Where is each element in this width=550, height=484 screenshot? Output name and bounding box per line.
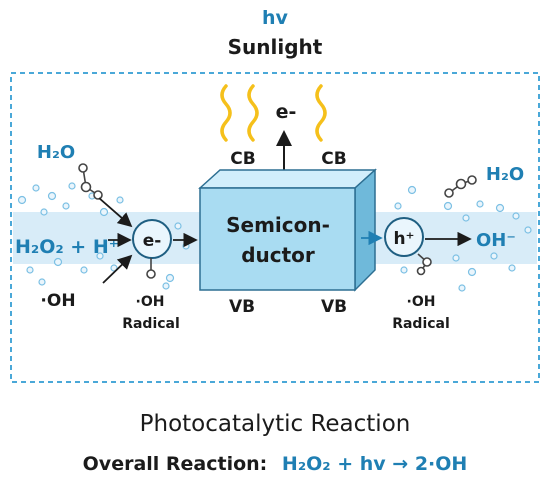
left-radical-molecule: [146, 258, 156, 279]
right-water-label: H₂O: [486, 164, 524, 185]
hv-label: hv: [262, 7, 289, 29]
right-radical-molecule: [416, 253, 432, 276]
hole-circle: [384, 217, 424, 257]
right-radical-label-line1: ·OH: [407, 294, 436, 310]
left-radical-label-line1: ·OH: [136, 294, 165, 310]
left-radical-label-line2: Radical: [122, 316, 180, 332]
cb-left-label: CB: [230, 149, 255, 169]
left-water-molecule: [78, 163, 103, 200]
right-radical-label-line2: Radical: [392, 316, 450, 332]
footer-title: Photocatalytic Reaction: [140, 411, 411, 437]
electron-top-label: e-: [276, 101, 297, 123]
hydroxide-label: OH⁻: [476, 230, 516, 251]
semiconductor-block: [198, 168, 377, 292]
reactant-label: H₂O₂ + H⁺: [15, 236, 119, 258]
hydroxyl-to-electron-arrow: [102, 254, 133, 284]
overall-reaction: Overall Reaction: H₂O₂ + hv → 2·OH: [83, 453, 468, 475]
sunlight-label: Sunlight: [228, 35, 323, 59]
vb-right-label: VB: [321, 297, 347, 317]
overall-reaction-equation: H₂O₂ + hv → 2·OH: [282, 453, 467, 475]
sunlight-waves: [220, 84, 327, 142]
electron-circle: [132, 219, 172, 259]
left-water-label: H₂O: [37, 142, 75, 163]
right-water-molecule: [444, 175, 477, 198]
electron-label: e-: [143, 231, 162, 251]
overall-reaction-prefix: Overall Reaction:: [83, 453, 268, 475]
semiconductor-label-line2: ductor: [241, 243, 315, 267]
cb-right-label: CB: [321, 149, 346, 169]
vb-left-label: VB: [229, 297, 255, 317]
left-hydroxyl-label: ·OH: [40, 291, 75, 311]
bubbles: [17, 182, 532, 292]
water-to-electron-arrow: [98, 197, 133, 228]
hole-label: h⁺: [393, 229, 414, 249]
semiconductor-label-line1: Semicon-: [226, 213, 330, 237]
dashed-frame: [10, 72, 540, 383]
